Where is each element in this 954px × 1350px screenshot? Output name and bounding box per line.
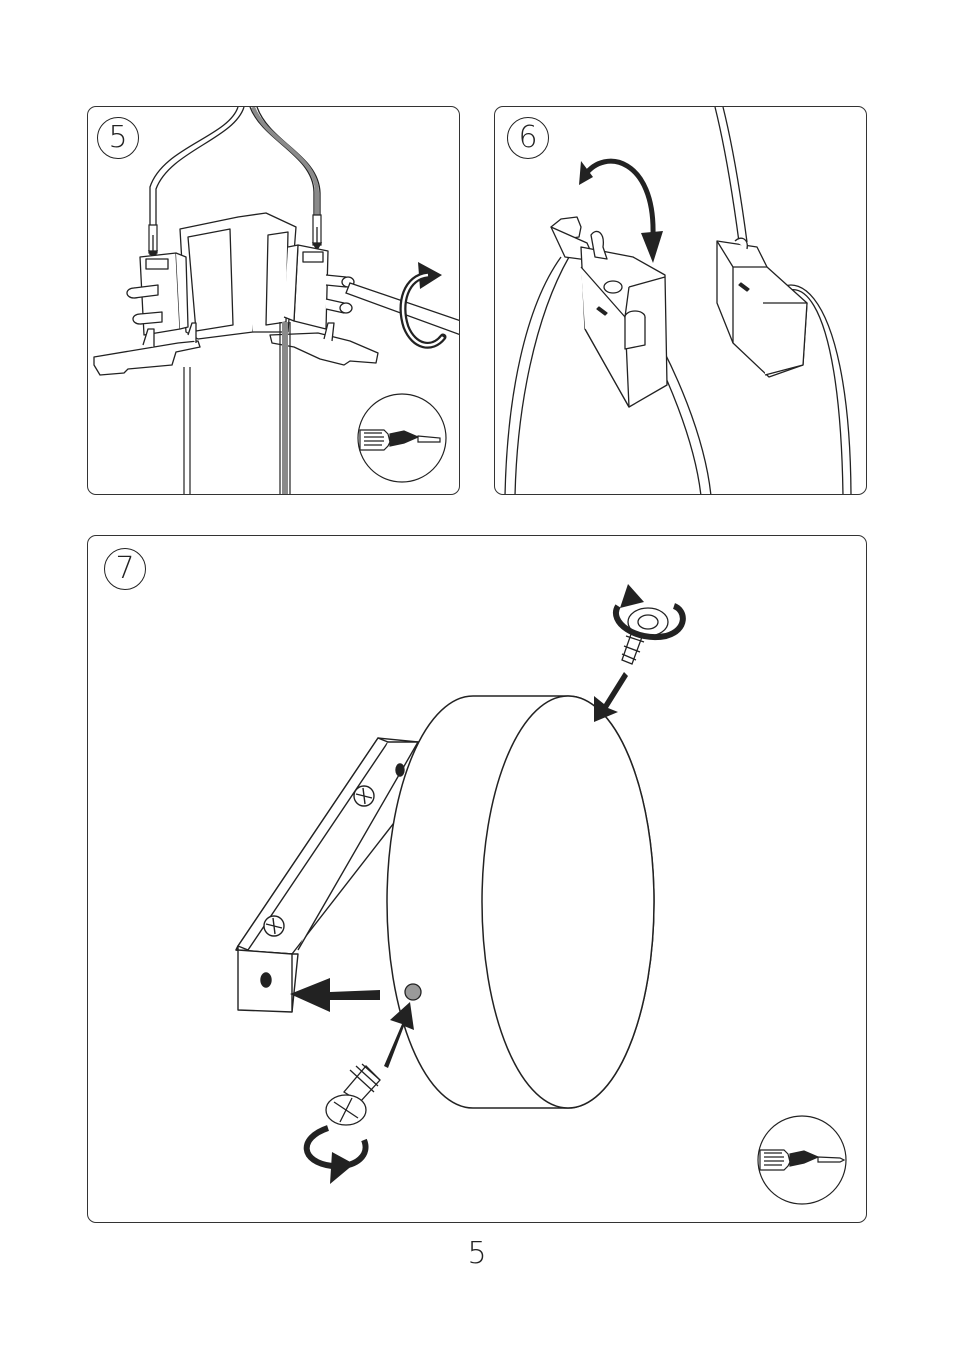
step-5-illustration (88, 107, 460, 495)
step-6-panel: 6 (494, 106, 867, 495)
step-number-badge: 6 (507, 117, 549, 159)
step-7-panel: 7 (87, 535, 867, 1223)
step-6-illustration (495, 107, 867, 495)
page-number: 5 (0, 1236, 954, 1271)
step-7-illustration (88, 536, 867, 1223)
step-number-badge: 5 (97, 117, 139, 159)
step-number-badge: 7 (104, 548, 146, 590)
step-5-panel: 5 (87, 106, 460, 495)
